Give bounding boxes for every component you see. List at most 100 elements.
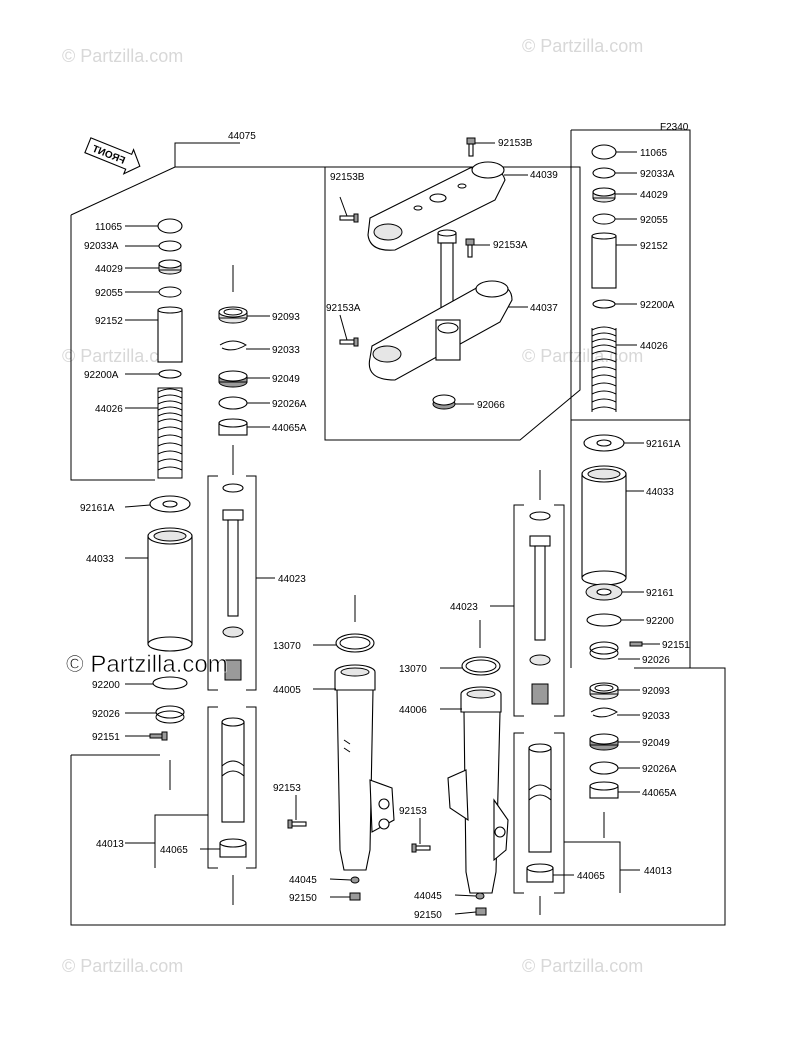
part-44029[interactable] [158, 259, 182, 275]
part-92055-right[interactable] [592, 213, 616, 225]
watermark: © Partzilla.com [62, 346, 183, 366]
part-92026A-right[interactable] [589, 761, 619, 775]
part-44037-lower-bracket[interactable] [368, 280, 513, 381]
label-M92150: 92150 [289, 893, 317, 904]
label-N92153: 92153 [399, 806, 427, 817]
right-stack [581, 144, 643, 838]
watermark: © Partzilla.com [522, 956, 643, 976]
part-92049-right[interactable] [589, 733, 619, 751]
part-44026-right-spring-icon[interactable] [591, 326, 617, 412]
label-L92026: 92026 [92, 709, 120, 720]
label-R92026A: 92026A [642, 764, 677, 775]
part-92026-right[interactable] [589, 641, 619, 660]
part-92026A[interactable] [218, 396, 248, 410]
part-44065A[interactable] [218, 418, 248, 436]
part-92033A-right[interactable] [592, 167, 616, 179]
part-44029-right[interactable] [592, 187, 616, 203]
label-R92161: 92161 [646, 588, 674, 599]
part-92200A[interactable] [158, 369, 182, 379]
part-92151[interactable] [149, 731, 168, 741]
part-92200-right[interactable] [586, 613, 622, 627]
part-92033-right[interactable] [590, 707, 618, 718]
label-N44045: 44045 [414, 891, 442, 902]
part-92153B-top[interactable] [466, 137, 476, 157]
label-R92151: 92151 [662, 640, 690, 651]
part-92153B[interactable] [339, 213, 359, 223]
label-L92151: 92151 [92, 732, 120, 743]
part-92200[interactable] [152, 676, 188, 690]
part-44045-left[interactable] [350, 876, 360, 884]
label-M13070: 13070 [273, 641, 301, 652]
watermark: © Partzilla.com [62, 956, 183, 976]
part-44023-inner-right[interactable] [529, 511, 551, 705]
label-R44026: 44026 [640, 341, 668, 352]
label-92153B: 92153B [330, 172, 365, 183]
label-R44065: 44065 [577, 871, 605, 882]
part-44033-right[interactable] [581, 465, 627, 586]
part-11065-right[interactable] [591, 144, 617, 160]
part-92049[interactable] [218, 370, 248, 388]
steering-stem-assembly [339, 137, 513, 410]
part-44013-left[interactable] [221, 717, 245, 823]
part-44013-right[interactable] [528, 743, 552, 853]
part-92152-right[interactable] [591, 232, 617, 289]
label-44037: 44037 [530, 303, 558, 314]
label-R44065A: 44065A [642, 788, 677, 799]
part-92150-left[interactable] [349, 892, 361, 901]
label-44075: 44075 [228, 131, 256, 142]
label-L44013: 44013 [96, 839, 124, 850]
label-C44065A: 44065A [272, 423, 307, 434]
part-44006-outer-tube[interactable] [447, 686, 509, 894]
part-11065[interactable] [157, 218, 183, 234]
part-44026-spring-icon[interactable] [157, 387, 183, 479]
part-92026[interactable] [155, 705, 185, 724]
label-R92093: 92093 [642, 686, 670, 697]
label-44039: 44039 [530, 170, 558, 181]
part-92093-right[interactable] [589, 682, 619, 700]
part-92150-right[interactable] [475, 907, 487, 916]
part-44039-upper-bracket[interactable] [367, 161, 506, 251]
part-44045-right[interactable] [475, 892, 485, 900]
label-N92150: 92150 [414, 910, 442, 921]
part-44065-left[interactable] [219, 838, 247, 858]
part-13070-left[interactable] [335, 633, 375, 653]
part-44065-right[interactable] [526, 863, 554, 883]
part-92066[interactable] [432, 394, 456, 410]
part-92093[interactable] [218, 306, 248, 324]
label-92153B-top: 92153B [498, 138, 533, 149]
diagram-code: F2340 [660, 122, 689, 133]
part-92055[interactable] [158, 286, 182, 298]
part-92153-right[interactable] [411, 843, 431, 853]
label-92153A-a: 92153A [493, 240, 528, 251]
part-92153A-upper[interactable] [465, 238, 475, 258]
label-92153A-b: 92153A [326, 303, 361, 314]
label-R11065: 11065 [640, 148, 668, 159]
part-92033[interactable] [219, 340, 247, 351]
label-R44013: 44013 [644, 866, 672, 877]
part-92151-right[interactable] [629, 641, 643, 647]
part-92153A-lower[interactable] [339, 337, 359, 347]
part-92161A[interactable] [149, 495, 191, 513]
label-L44026: 44026 [95, 404, 123, 415]
label-C92093: 92093 [272, 312, 300, 323]
part-44023-inner[interactable] [222, 483, 244, 681]
part-92153-left[interactable] [287, 819, 307, 829]
part-44005-outer-tube[interactable] [334, 664, 395, 871]
part-44033[interactable] [147, 527, 193, 652]
part-44065A-right[interactable] [589, 781, 619, 799]
part-92152[interactable] [157, 306, 183, 363]
part-13070-right[interactable] [461, 656, 501, 676]
label-C92026A: 92026A [272, 399, 307, 410]
watermark: © Partzilla.com [522, 36, 643, 56]
front-arrow-icon: FRONT [84, 137, 141, 175]
part-92161-right[interactable] [585, 583, 623, 601]
label-R92161A: 92161A [646, 439, 681, 450]
part-92033A[interactable] [158, 240, 182, 252]
part-92161A-right[interactable] [583, 434, 625, 452]
part-92200A-right[interactable] [592, 299, 616, 309]
label-M44045: 44045 [289, 875, 317, 886]
label-C92033: 92033 [272, 345, 300, 356]
part-labels: 44075 92153B 92153B 44039 92153A 92153A … [80, 131, 690, 921]
watermark: © Partzilla.com [62, 46, 183, 66]
